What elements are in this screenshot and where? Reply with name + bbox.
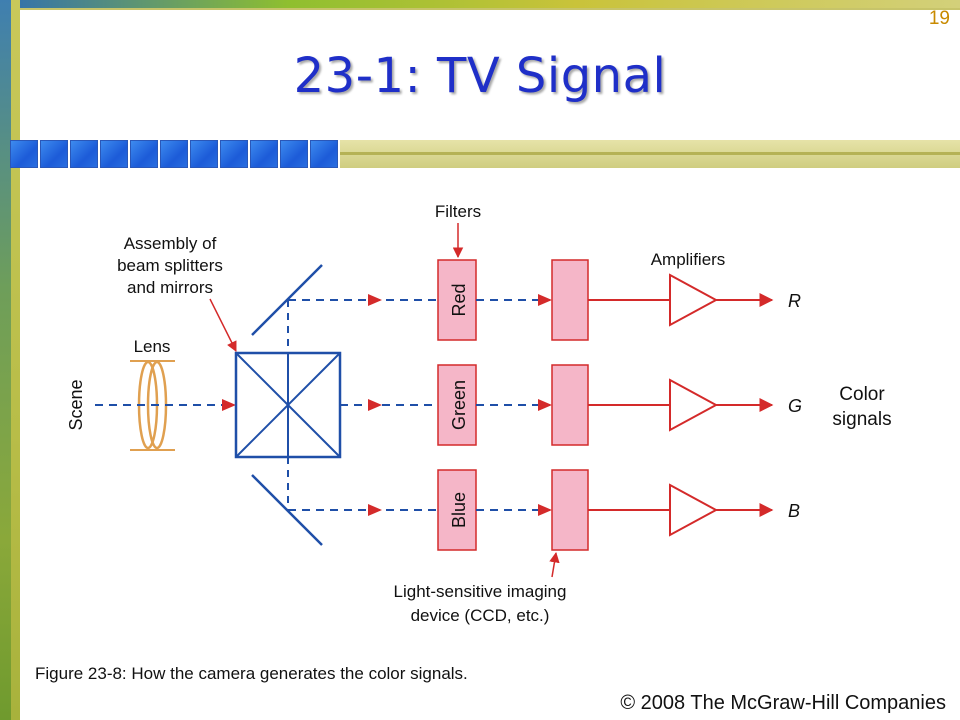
amplifiers-label: Amplifiers xyxy=(651,250,726,269)
assembly-label-line2: beam splitters xyxy=(117,256,223,275)
optical-arrow-blue-1 xyxy=(368,504,382,516)
optical-arrow-red-2 xyxy=(538,294,552,306)
decor-square xyxy=(10,140,38,168)
lens-label: Lens xyxy=(134,337,171,356)
optical-arrow-blue-2 xyxy=(538,504,552,516)
optical-path-arrow xyxy=(222,399,236,411)
filter-label-green: Green xyxy=(449,380,469,430)
output-label-g: G xyxy=(788,396,802,416)
filter-box-red xyxy=(437,259,477,341)
decor-square xyxy=(220,140,248,168)
decor-square xyxy=(130,140,158,168)
amplifier-blue xyxy=(669,483,719,537)
color-signals-label-line2: signals xyxy=(832,409,891,430)
decor-square xyxy=(250,140,278,168)
assembly-label-line1: Assembly of xyxy=(124,234,217,253)
decor-square xyxy=(190,140,218,168)
optical-arrow-green-1 xyxy=(368,399,382,411)
slide-title: 23-1: TV Signal xyxy=(293,48,667,104)
left-decor-bar xyxy=(0,0,11,720)
top-decor-strip xyxy=(0,0,960,8)
filter-label-blue: Blue xyxy=(449,492,469,528)
figure-caption: Figure 23-8: How the camera generates th… xyxy=(35,664,468,683)
top-decor-line xyxy=(20,8,960,10)
left-decor-bar-inner xyxy=(11,0,20,720)
assembly-pointer xyxy=(209,298,237,352)
optical-arrow-green-2 xyxy=(538,399,552,411)
title-decor-band xyxy=(340,140,960,168)
scene-label: Scene xyxy=(66,379,86,430)
decor-square xyxy=(160,140,188,168)
amplifier-red xyxy=(669,273,719,327)
decor-square xyxy=(40,140,68,168)
ccd-box-red xyxy=(551,259,589,341)
output-label-b: B xyxy=(788,501,800,521)
filter-label-red: Red xyxy=(449,283,469,316)
decor-square xyxy=(100,140,128,168)
color-signals-label-line1: Color xyxy=(839,384,885,405)
camera-color-diagram: Scene Lens Assembly of beam splitters an… xyxy=(66,202,892,625)
device-label-line1: Light-sensitive imaging xyxy=(394,582,567,601)
device-pointer xyxy=(549,551,560,578)
optical-arrow-red-1 xyxy=(368,294,382,306)
ccd-box-blue xyxy=(551,469,589,551)
device-label-line2: device (CCD, etc.) xyxy=(411,606,550,625)
amplifier-green xyxy=(669,378,719,432)
decor-square xyxy=(70,140,98,168)
output-label-r: R xyxy=(788,291,801,311)
filter-box-blue xyxy=(437,469,477,551)
slide-number: 19 xyxy=(928,8,950,29)
assembly-label-line3: and mirrors xyxy=(127,278,213,297)
filters-label: Filters xyxy=(435,202,481,221)
title-square-strip xyxy=(10,140,338,168)
copyright-notice: © 2008 The McGraw-Hill Companies xyxy=(620,692,946,714)
ccd-box-green xyxy=(551,364,589,446)
decor-square xyxy=(310,140,338,168)
decor-square xyxy=(280,140,308,168)
